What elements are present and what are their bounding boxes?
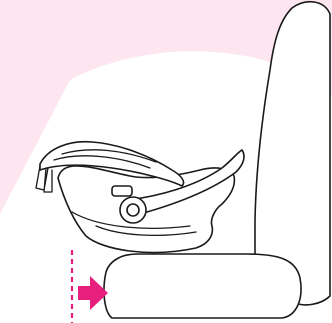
vehicle-seat-cushion <box>104 254 301 318</box>
arrow-right-icon <box>78 276 108 310</box>
handle-release-button <box>112 186 132 196</box>
canopy-strap <box>36 166 52 192</box>
handle-pivot-hub-inner <box>127 204 139 216</box>
